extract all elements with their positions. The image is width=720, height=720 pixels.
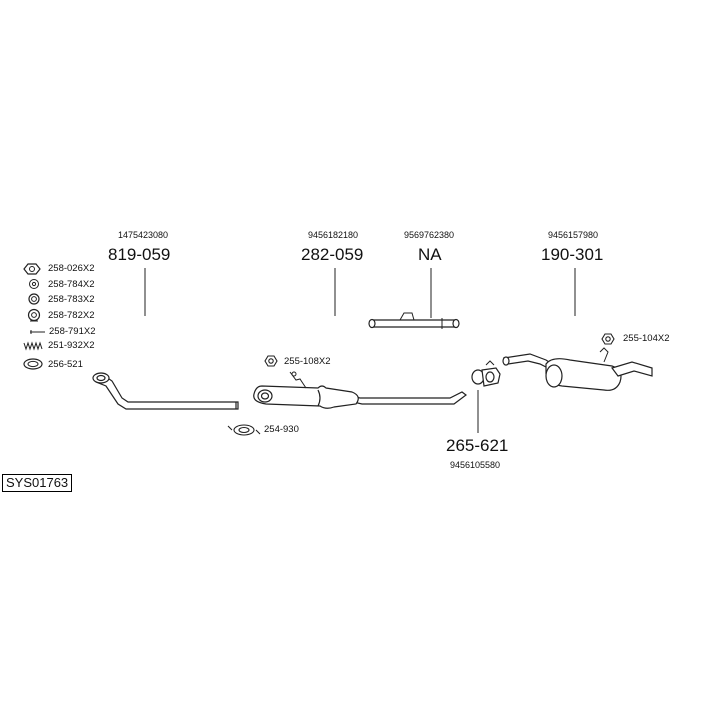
washer-icon xyxy=(29,279,39,289)
middle-silencer-number[interactable]: 282-059 xyxy=(301,245,364,264)
legend-label[interactable]: 251-932X2 xyxy=(48,340,95,351)
spring-nut-icon xyxy=(28,293,40,305)
clamp-drawing xyxy=(471,360,501,387)
rear-nut-label[interactable]: 255-104X2 xyxy=(623,333,670,344)
flange-nut-icon xyxy=(27,308,41,322)
mid-clamp-icon xyxy=(227,424,261,436)
legend-label[interactable]: 258-026X2 xyxy=(48,263,95,274)
mid-clamp-label[interactable]: 254-930 xyxy=(264,424,299,435)
gasket-ring-icon xyxy=(23,358,43,370)
bolt-icon xyxy=(30,330,45,334)
legend-label[interactable]: 258-784X2 xyxy=(48,279,95,290)
legend-label[interactable]: 258-783X2 xyxy=(48,294,95,305)
mid-nut-label[interactable]: 255-108X2 xyxy=(284,356,331,367)
legend-label[interactable]: 256-521 xyxy=(48,359,83,370)
legend-icons xyxy=(23,263,45,370)
connector-pipe-drawing xyxy=(368,312,460,329)
rear-silencer-drawing xyxy=(502,347,653,391)
rear-silencer-oem: 9456157980 xyxy=(548,230,599,240)
clamp-oem: 9456105580 xyxy=(450,460,501,470)
system-code-box: SYS01763 xyxy=(2,474,73,492)
mid-nut-icon xyxy=(264,355,278,367)
front-pipe-number[interactable]: 819-059 xyxy=(108,245,171,264)
middle-silencer-oem: 9456182180 xyxy=(308,230,359,240)
front-pipe-drawing xyxy=(92,372,239,410)
spring-icon xyxy=(23,341,43,351)
middle-silencer-drawing xyxy=(253,371,467,409)
hex-nut-icon xyxy=(23,263,41,275)
legend-label[interactable]: 258-791X2 xyxy=(49,326,96,337)
rear-nut-icon xyxy=(601,333,615,345)
connector-pipe-oem: 9569762380 xyxy=(404,230,455,240)
front-pipe-oem: 1475423080 xyxy=(118,230,169,240)
connector-pipe-number[interactable]: NA xyxy=(418,245,442,264)
clamp-number[interactable]: 265-621 xyxy=(446,436,509,455)
rear-silencer-number[interactable]: 190-301 xyxy=(541,245,604,264)
legend-label[interactable]: 258-782X2 xyxy=(48,310,95,321)
